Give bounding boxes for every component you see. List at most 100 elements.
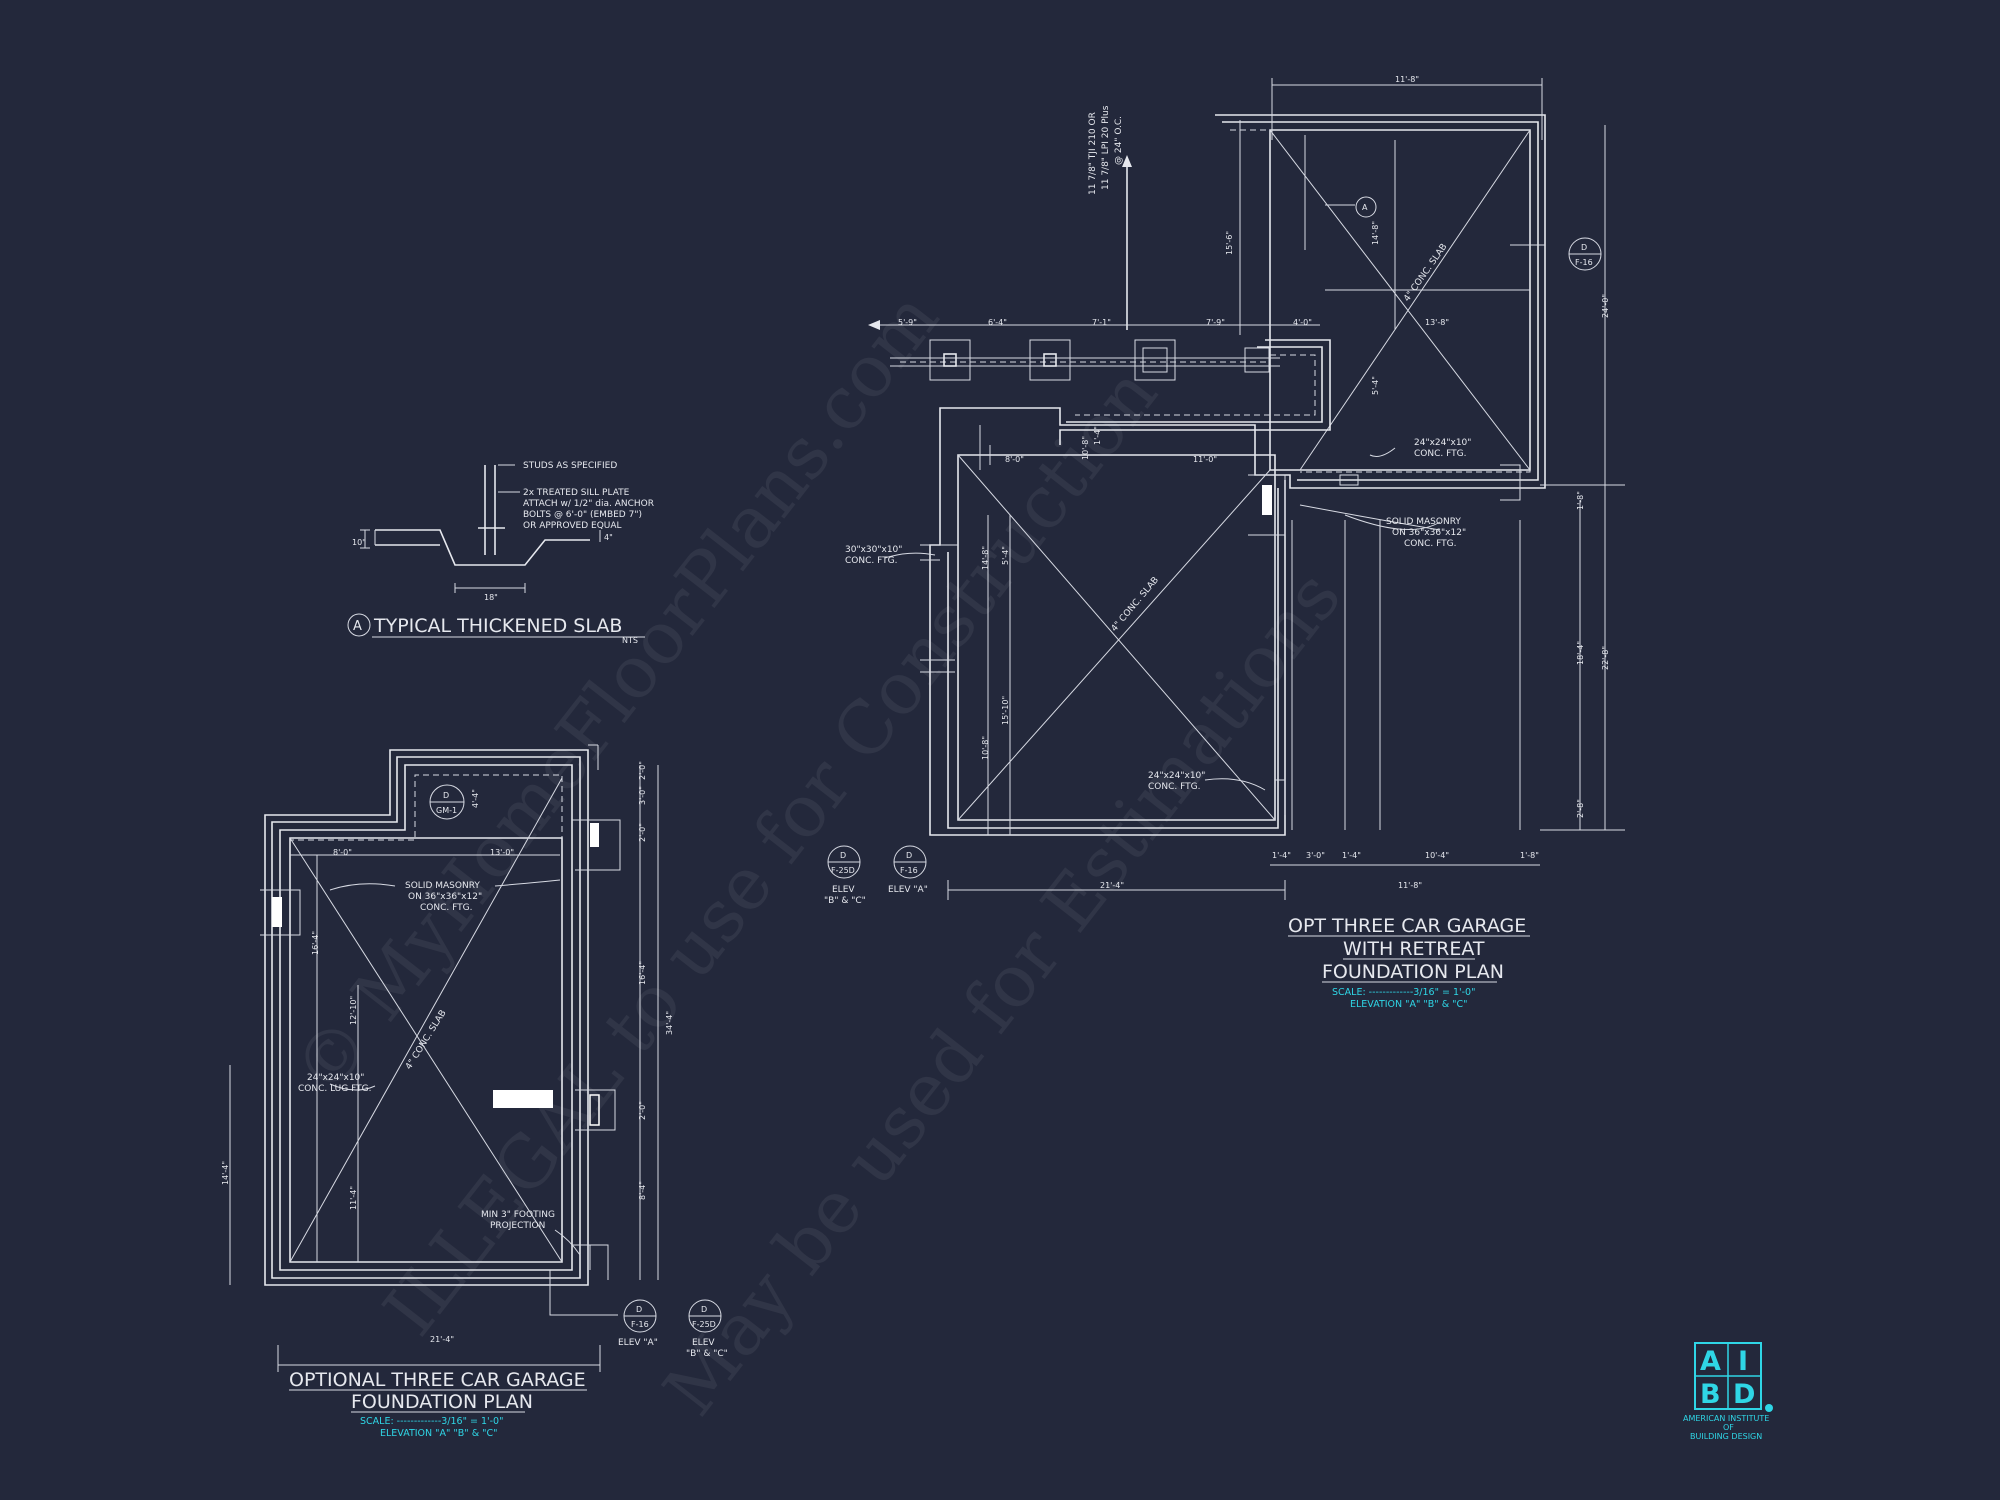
- left-marker-elev-bc-label2: "B" & "C": [686, 1349, 728, 1359]
- right-marker-d-bottom: F-16: [1575, 258, 1593, 267]
- right-marker-elev-bc-top: D: [840, 851, 846, 860]
- detail-scale: NTS: [622, 636, 638, 645]
- right-masonry-pier: [1262, 485, 1272, 515]
- right-dim-4-0: 4'-0": [1293, 318, 1312, 327]
- right-marker-a-circle: [1355, 196, 1377, 218]
- left-elevation: ELEVATION "A" "B" & "C": [380, 1428, 498, 1439]
- left-masonry-pier-2: [589, 1094, 600, 1126]
- joist-note-2: 11 7/8" LPI 20 Plus: [1101, 105, 1111, 190]
- aibd-logo: A I B D AMERICAN INSTITUTE OF BUILDING D…: [1683, 1342, 1773, 1441]
- right-dim-24-0: 24'-0": [1601, 294, 1610, 318]
- left-dim-2-0a: 2'-0": [638, 761, 647, 780]
- right-dim-14-8a: 14'-8": [1371, 221, 1380, 245]
- plan-left: SOLID MASONRY ON 36"x36"x12" CONC. FTG. …: [221, 744, 728, 1439]
- right-dim-10-4: 10'-4": [1425, 851, 1449, 860]
- left-dim-21-4: 21'-4": [430, 1335, 454, 1344]
- right-dim-11-0: 11'-0": [1193, 455, 1217, 464]
- left-dim-34-4: 34'-4": [665, 1011, 674, 1035]
- right-note-masonry-2: ON 36"x36"x12": [1392, 528, 1466, 538]
- logo-line-2: OF: [1723, 1423, 1734, 1432]
- logo-letter-b: B: [1700, 1379, 1721, 1410]
- left-dim-8-0: 8'-0": [333, 848, 352, 857]
- right-marker-elev-a-bottom: F-16: [900, 866, 918, 875]
- detail-note-studs: STUDS AS SPECIFIED: [523, 461, 617, 471]
- left-note-masonry-1: SOLID MASONRY: [405, 881, 480, 891]
- left-marker-elev-a-label: ELEV "A": [618, 1338, 658, 1348]
- right-note-ftg-left-2: CONC. FTG.: [845, 556, 897, 566]
- watermark-line-3: May be used for Estimations: [647, 555, 1357, 1430]
- detail-note-bolts: BOLTS @ 6'-0" (EMBED 7"): [523, 510, 642, 520]
- right-title-line-3: FOUNDATION PLAN: [1322, 961, 1504, 983]
- left-dim-3-0: 3'-0": [638, 786, 647, 805]
- right-note-slab-1: 4" CONC. SLAB: [1402, 242, 1449, 304]
- detail-dim-depth: 10": [352, 538, 366, 547]
- right-dim-13-8: 13'-8": [1425, 318, 1449, 327]
- left-note-lug-2: CONC. LUG FTG.: [298, 1084, 371, 1094]
- left-beam-block: [493, 1090, 553, 1108]
- left-marker-elev-bc-bottom: F-25D: [692, 1320, 716, 1329]
- right-note-slab-2: 4" CONC. SLAB: [1110, 575, 1161, 634]
- detail-note-approved: OR APPROVED EQUAL: [523, 521, 622, 531]
- right-dim-15-6b: 15'-10": [1001, 696, 1010, 725]
- right-note-ftg-top-1: 24"x24"x10": [1414, 438, 1471, 448]
- logo-line-3: BUILDING DESIGN: [1690, 1432, 1762, 1441]
- right-dim-21-4: 21'-4": [1100, 881, 1124, 890]
- left-title-line-1: OPTIONAL THREE CAR GARAGE: [289, 1369, 586, 1391]
- right-dim-18-4: 18'-4": [1576, 641, 1585, 665]
- logo-letter-a: A: [1700, 1346, 1721, 1377]
- right-note-ftg-top-2: CONC. FTG.: [1414, 449, 1466, 459]
- left-dim-16-4a: 16'-4": [311, 931, 320, 955]
- left-dim-16-4b: 16'-4": [638, 961, 647, 985]
- left-marker-gm-bottom: GM-1: [436, 806, 457, 815]
- right-marker-elev-bc-bottom: F-25D: [831, 866, 855, 875]
- right-dim-5-4a: 5'-4": [1371, 376, 1380, 395]
- left-dim-12-10: 12'-10": [349, 996, 358, 1025]
- left-marker-gm-top: D: [443, 791, 449, 800]
- left-dim-8-4: 8'-4": [638, 1181, 647, 1200]
- right-dim-10-8a: 10'-8": [1081, 436, 1090, 460]
- left-note-masonry-2: ON 36"x36"x12": [408, 892, 482, 902]
- detail-dim-width: 18": [484, 593, 498, 602]
- pier-1-post: [943, 353, 957, 367]
- right-beam-pad: [1339, 474, 1359, 486]
- detail-note-anchor: ATTACH w/ 1/2" dia. ANCHOR: [523, 499, 654, 509]
- right-dim-1-8b: 1'-8": [1520, 851, 1539, 860]
- left-note-footing-2: PROJECTION: [490, 1221, 545, 1231]
- logo-letter-d: D: [1733, 1379, 1755, 1410]
- joist-note-1: 11 7/8" TJI 210 OR: [1088, 112, 1098, 195]
- left-marker-elev-bc-top: D: [701, 1305, 707, 1314]
- right-marker-elev-a-label: ELEV "A": [888, 885, 928, 895]
- left-dim-14-4: 14'-4": [221, 1161, 230, 1185]
- left-marker-elev-a-bottom: F-16: [631, 1320, 649, 1329]
- right-note-ftg-left-1: 30"x30"x10": [845, 545, 902, 555]
- right-dim-1-4a: 1'-4": [1272, 851, 1291, 860]
- right-marker-elev-bc-label2: "B" & "C": [824, 896, 866, 906]
- detail-thickened-slab: STUDS AS SPECIFIED 2x TREATED SILL PLATE…: [347, 461, 654, 645]
- pier-3-post: [1142, 347, 1168, 373]
- right-title-line-2: WITH RETREAT: [1343, 938, 1485, 960]
- right-dim-7-1: 7'-1": [1092, 318, 1111, 327]
- right-dim-10-8b: 10'-8": [981, 736, 990, 760]
- right-dim-5-9: 5'-9": [898, 318, 917, 327]
- right-dim-22-8: 22'-8": [1601, 646, 1610, 670]
- left-dim-13-0: 13'-0": [490, 848, 514, 857]
- right-dim-1-4c: 1'-4": [1093, 426, 1102, 445]
- left-wall-pier: [272, 897, 282, 927]
- right-dim-15-6a: 15'-6": [1225, 231, 1234, 255]
- right-dim-top: 11'-8": [1395, 75, 1419, 84]
- left-note-lug-1: 24"x24"x10": [307, 1073, 364, 1083]
- pier-2-post: [1043, 353, 1057, 367]
- detail-title: TYPICAL THICKENED SLAB: [373, 615, 622, 637]
- detail-marker-circle: [347, 613, 371, 637]
- right-marker-a: A: [1362, 203, 1368, 212]
- right-dim-3-0: 3'-0": [1306, 851, 1325, 860]
- right-scale: SCALE: -------------3/16" = 1'-0": [1332, 987, 1475, 998]
- logo-letter-i: I: [1738, 1346, 1748, 1377]
- left-note-masonry-3: CONC. FTG.: [420, 903, 472, 913]
- logo-registered-mark: [1765, 1404, 1773, 1412]
- detail-marker-label: A: [353, 619, 362, 634]
- pier-2: [1029, 339, 1071, 381]
- right-note-ftg-bottom-2: CONC. FTG.: [1148, 782, 1200, 792]
- left-dim-4-4: 4'-4": [471, 789, 480, 808]
